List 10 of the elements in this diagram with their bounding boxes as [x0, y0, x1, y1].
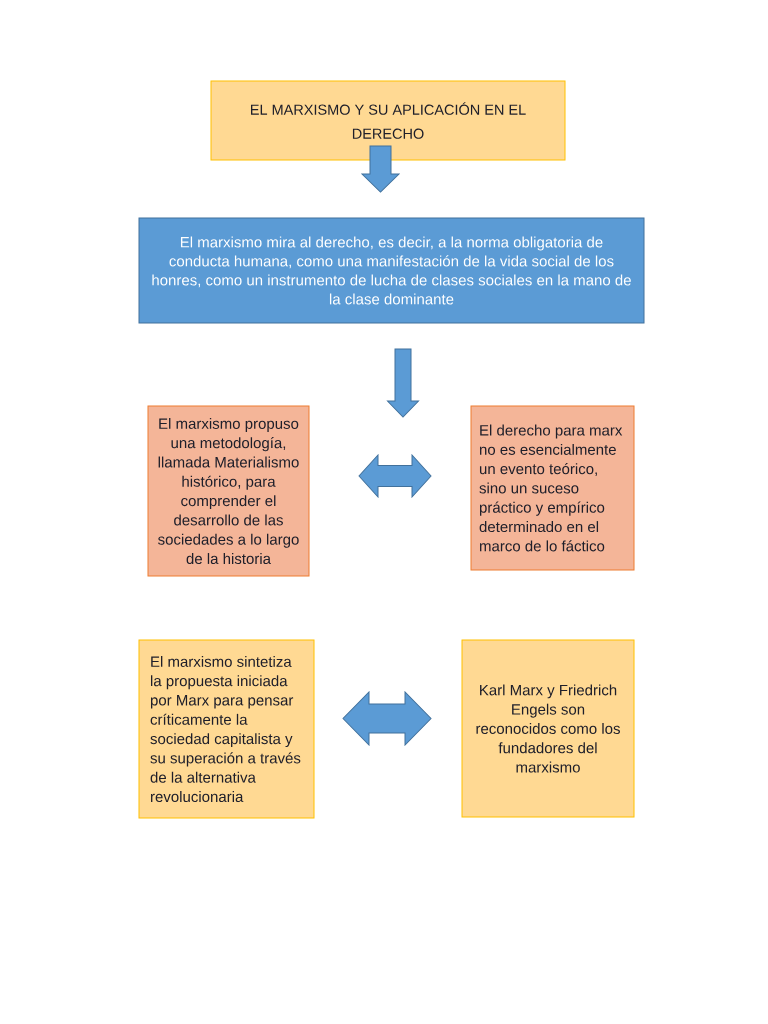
block-arrow [342, 691, 432, 746]
block-arrow [358, 454, 432, 498]
concept-box: El derecho para marx no es esencialmente un evento teórico, sino un suceso práctico y empírico determinado en el marco de lo fáctico [470, 405, 635, 571]
concept-box: El marxismo sintetiza la propuesta iniciada por Marx para pensar críticamente la sociedad capitalista y su superación a través de la alternativa revolucionaria [138, 639, 315, 819]
block-arrow [361, 145, 400, 193]
block-arrow [387, 348, 419, 418]
concept-box: Karl Marx y Friedrich Engels son reconocidos como los fundadores del marxismo [461, 639, 635, 818]
description-box: El marxismo mira al derecho, es decir, a la norma obligatoria de conducta humana, como una manifestación de la vida social de los honres, como un instrumento de lucha de clases sociales en la mano de la clase dominante [138, 217, 645, 324]
concept-box: El marxismo propuso una metodología, llamada Materialismo histórico, para comprender el desarrollo de las sociedades a lo largo de la historia [147, 405, 310, 577]
title-box: EL MARXISMO Y SU APLICACIÓN EN EL DERECHO [210, 80, 566, 161]
